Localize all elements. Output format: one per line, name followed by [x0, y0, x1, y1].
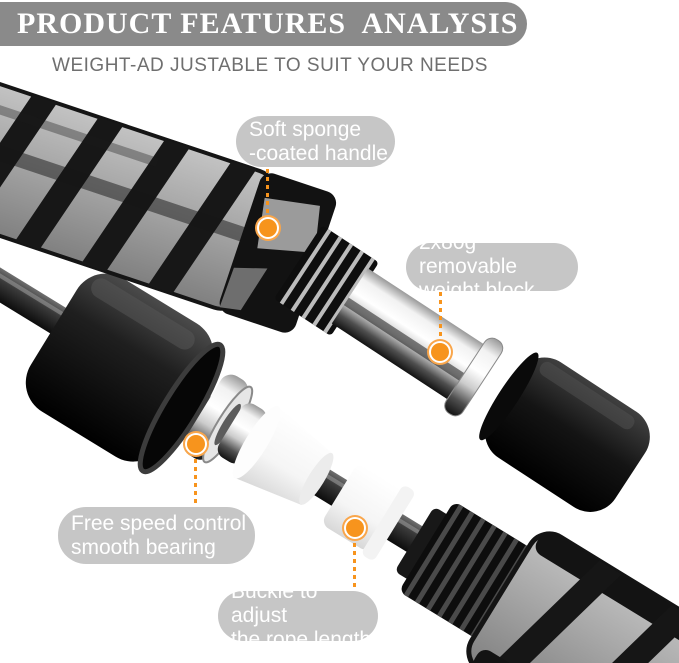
handle-end-cap	[219, 173, 337, 333]
foam-handle-bottom	[466, 531, 679, 663]
callout-line: smooth bearing	[71, 535, 216, 559]
screw-threads	[275, 226, 378, 335]
header-banner: PRODUCT FEATURES ANALYSIS	[0, 2, 527, 46]
rod-flange	[444, 337, 504, 417]
callout-line: -coated handle	[249, 141, 388, 165]
callout-line: the rope length	[231, 628, 372, 651]
leader-line-bearing	[194, 459, 197, 505]
black-end-cap	[479, 352, 650, 512]
callout-smooth-bearing: Free speed control smooth bearing	[58, 507, 255, 564]
page-subtitle: WEIGHT-AD JUSTABLE TO SUIT YOUR NEEDS	[52, 55, 488, 76]
rope-assembly	[0, 256, 679, 663]
black-cover-cylinder	[25, 273, 226, 475]
callout-soft-sponge-handle: Soft sponge -coated handle	[236, 116, 395, 167]
page-title: PRODUCT FEATURES ANALYSIS	[17, 7, 519, 40]
marker-dot-weight-icon	[431, 343, 449, 361]
leader-line-buckle	[353, 543, 356, 589]
callout-line: Free speed control	[71, 511, 247, 535]
marker-dot-bearing-icon	[187, 435, 205, 453]
callout-line: 2x80g removable	[419, 231, 518, 278]
marker-dot-handle-icon	[259, 219, 277, 237]
callout-line: Soft sponge	[249, 117, 362, 141]
rod-reflection-streak	[343, 297, 471, 385]
callout-line: Buckle to adjust	[231, 580, 318, 627]
rope-buckle-front	[232, 405, 334, 505]
leader-line-weight	[439, 292, 442, 338]
rope-buckle-back	[323, 465, 414, 560]
weight-rod-assembly	[275, 226, 650, 512]
foam-handle-top	[0, 69, 337, 333]
callout-weight-block: 2x80g removable weight block	[406, 231, 578, 302]
leader-line-handle	[266, 169, 269, 215]
marker-dot-buckle-icon	[346, 519, 364, 537]
callout-line: weight block	[419, 279, 535, 302]
callout-rope-buckle: Buckle to adjust the rope length	[218, 580, 378, 651]
